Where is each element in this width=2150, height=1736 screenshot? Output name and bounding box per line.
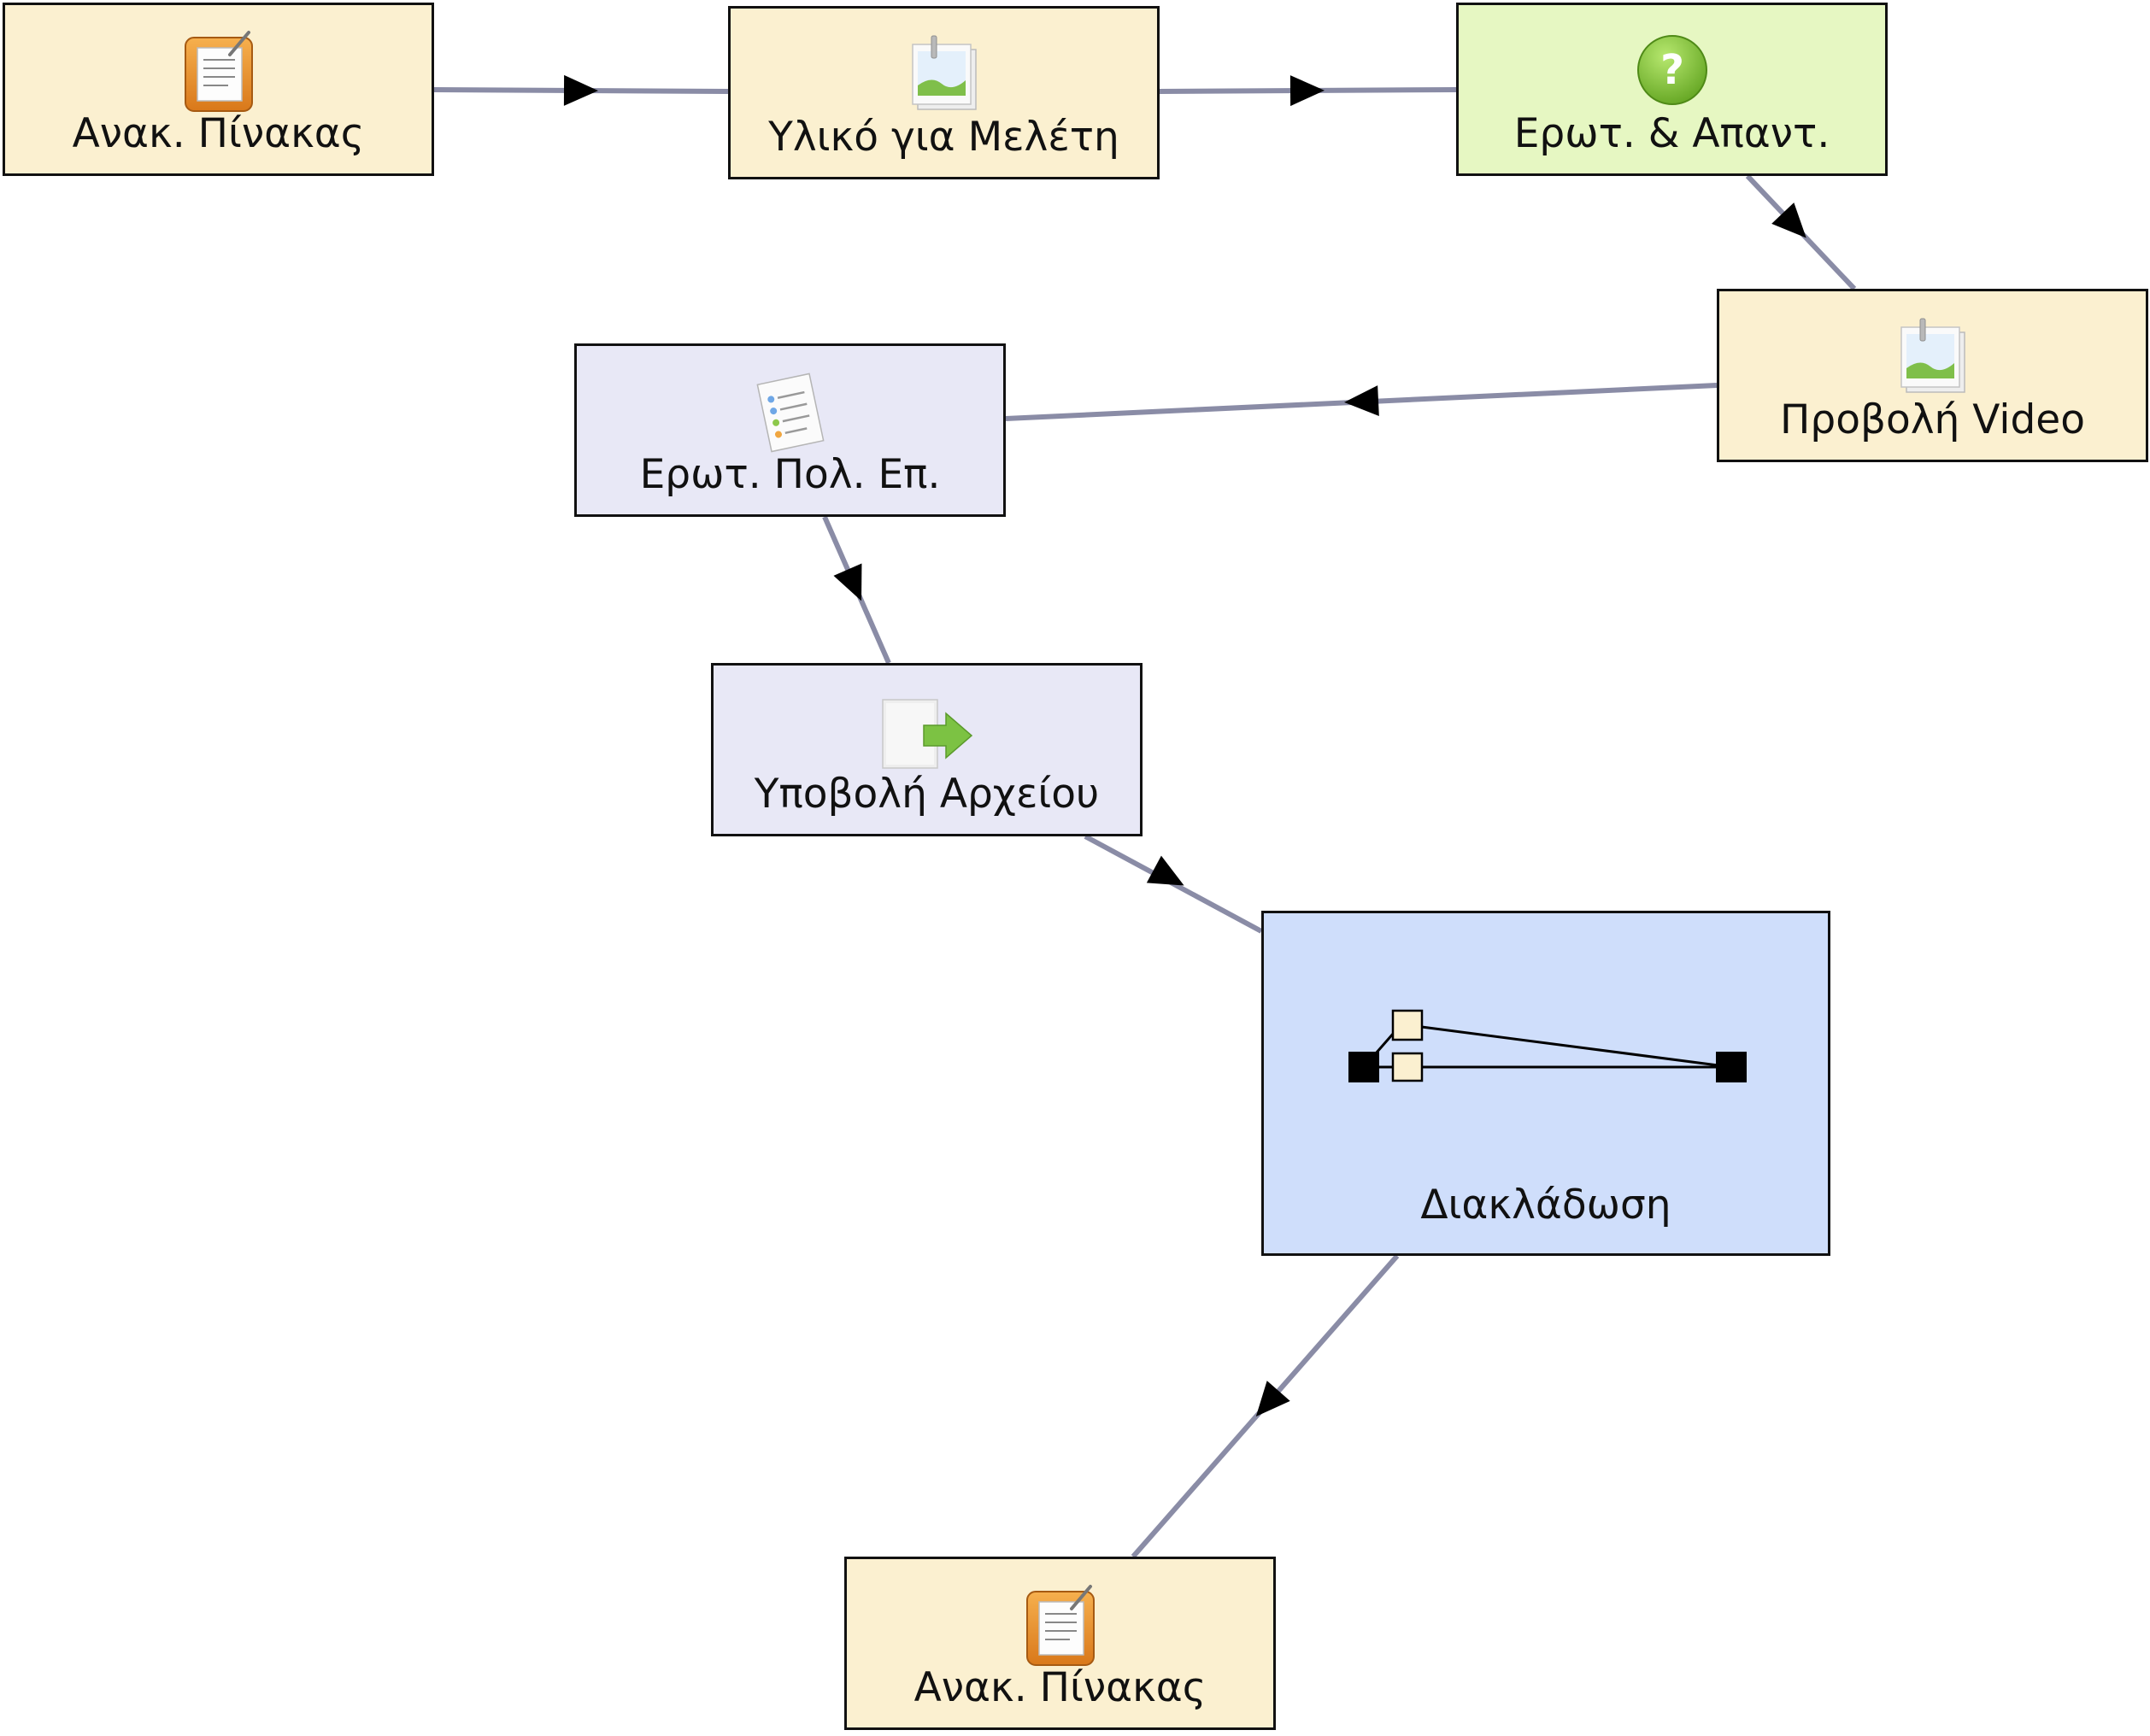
node-label: Ανακ. Πίνακας bbox=[913, 1664, 1207, 1711]
node-label: Ερωτ. & Απαντ. bbox=[1513, 110, 1830, 157]
multiple-choice-icon bbox=[755, 372, 825, 453]
node-label: Ανακ. Πίνακας bbox=[72, 110, 365, 157]
svg-text:?: ? bbox=[1660, 46, 1684, 94]
activity-node-branching[interactable]: Διακλάδωση bbox=[1261, 911, 1830, 1256]
noticeboard-icon bbox=[1025, 1585, 1095, 1666]
edge-arrowhead bbox=[1771, 202, 1806, 238]
activity-node-noticeboard[interactable]: Ανακ. Πίνακας bbox=[844, 1557, 1276, 1730]
node-label: Προβολή Video bbox=[1780, 396, 2085, 443]
branching-icon bbox=[1348, 1009, 1747, 1082]
node-label: Υλικό για Μελέτη bbox=[768, 114, 1119, 161]
activity-node-video[interactable]: Προβολή Video bbox=[1717, 289, 2148, 462]
noticeboard-icon bbox=[184, 31, 253, 112]
edge-arrowhead bbox=[1344, 385, 1379, 417]
edge-arrowhead bbox=[563, 74, 598, 106]
node-label: Υποβολή Αρχείου bbox=[754, 771, 1100, 818]
edge-arrowhead bbox=[1146, 855, 1184, 886]
activity-node-multiple-choice[interactable]: Ερωτ. Πολ. Επ. bbox=[574, 343, 1006, 517]
image-resource-icon bbox=[1900, 318, 1965, 393]
edge-arrowhead bbox=[833, 563, 862, 601]
edge-arrowhead bbox=[1255, 1381, 1290, 1417]
activity-node-noticeboard[interactable]: Ανακ. Πίνακας bbox=[3, 3, 434, 176]
node-label: Ερωτ. Πολ. Επ. bbox=[639, 451, 941, 498]
edge-arrowhead bbox=[1289, 75, 1325, 107]
activity-node-qa[interactable]: ? Ερωτ. & Απαντ. bbox=[1456, 3, 1888, 176]
file-submit-icon bbox=[881, 699, 972, 769]
activity-node-study-material[interactable]: Υλικό για Μελέτη bbox=[728, 6, 1160, 179]
node-label: Διακλάδωση bbox=[1420, 1182, 1671, 1229]
question-icon: ? bbox=[1636, 35, 1707, 105]
image-resource-icon bbox=[911, 35, 977, 110]
activity-node-file-submit[interactable]: Υποβολή Αρχείου bbox=[711, 663, 1143, 836]
